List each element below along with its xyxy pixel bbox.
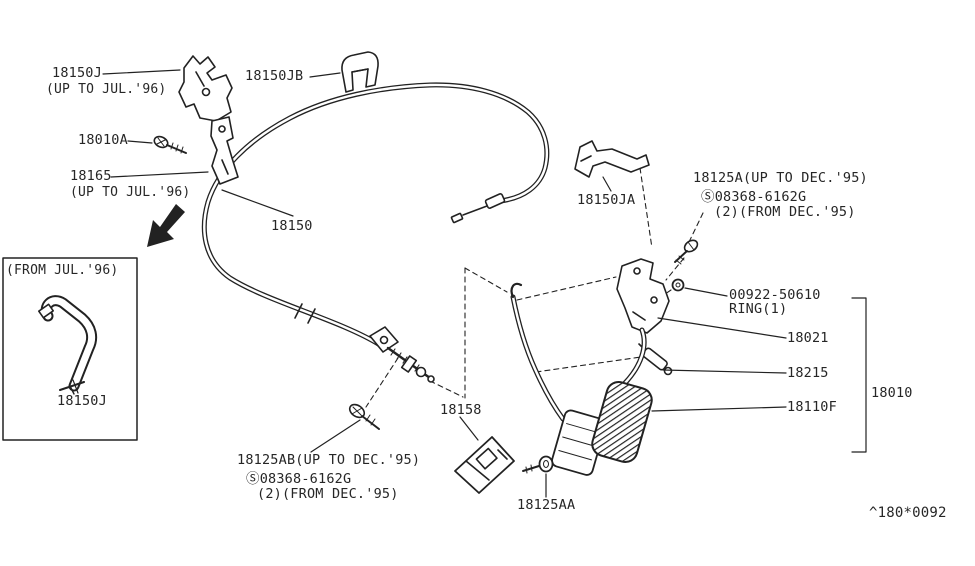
label-18021: 18021 xyxy=(787,330,829,346)
screw-18125ab xyxy=(348,403,380,430)
bracket-18165 xyxy=(210,116,239,185)
screw-18125aa xyxy=(522,455,554,474)
bracket-18150j-inset xyxy=(37,295,98,395)
cable-adjuster xyxy=(369,326,435,383)
label-18150j-top: 18150J xyxy=(52,65,102,81)
label-18125ab-line2: Ⓢ08368-6162G xyxy=(246,471,352,487)
cable-18150 xyxy=(201,82,550,348)
direction-arrow xyxy=(147,204,185,247)
label-18150: 18150 xyxy=(271,218,313,234)
label-18125aa: 18125AA xyxy=(517,497,576,513)
screw-18010a xyxy=(153,135,187,154)
label-18165-note: (UP TO JUL.'96) xyxy=(70,185,191,200)
leader-lines xyxy=(72,69,867,498)
ring-00922-50610 xyxy=(671,278,685,292)
pedal-rod xyxy=(510,282,566,422)
label-18150j-inset: 18150J xyxy=(57,393,107,409)
label-18158: 18158 xyxy=(440,402,482,418)
label-18125a-line3: (2)(FROM DEC.'95) xyxy=(714,204,856,220)
diagram-code: ^180*0092 xyxy=(869,505,947,521)
label-18110f: 18110F xyxy=(787,399,837,415)
pedal-pad-18110f xyxy=(591,380,653,464)
label-18215: 18215 xyxy=(787,365,829,381)
pedal-bracket-18021 xyxy=(616,258,670,334)
label-18010a: 18010A xyxy=(78,132,128,148)
screw-18125a xyxy=(674,239,699,265)
label-18125ab-line3: (2)(FROM DEC.'95) xyxy=(257,486,399,502)
label-00922-50610: 00922-50610 xyxy=(729,287,821,303)
construction-lines xyxy=(365,167,704,408)
label-inset-note: (FROM JUL.'96) xyxy=(6,263,119,278)
clip-18150jb xyxy=(341,51,379,93)
label-18125a-line2: Ⓢ08368-6162G xyxy=(701,189,807,205)
label-18150j-top-note: (UP TO JUL.'96) xyxy=(46,82,167,97)
label-ring-qty: RING(1) xyxy=(729,301,788,317)
label-18010: 18010 xyxy=(871,385,913,401)
label-18150ja: 18150JA xyxy=(577,192,636,208)
clip-18150ja xyxy=(574,140,650,178)
label-18125ab-line1: 18125AB(UP TO DEC.'95) xyxy=(237,452,421,468)
stopper-18158 xyxy=(454,436,515,494)
label-18125a-line1: 18125A(UP TO DEC.'95) xyxy=(693,170,868,186)
bracket-18150j-top xyxy=(178,55,233,122)
inset-box xyxy=(2,257,138,441)
cable-end-fitting xyxy=(450,193,506,224)
label-18150jb: 18150JB xyxy=(245,68,304,84)
label-18165: 18165 xyxy=(70,168,112,184)
